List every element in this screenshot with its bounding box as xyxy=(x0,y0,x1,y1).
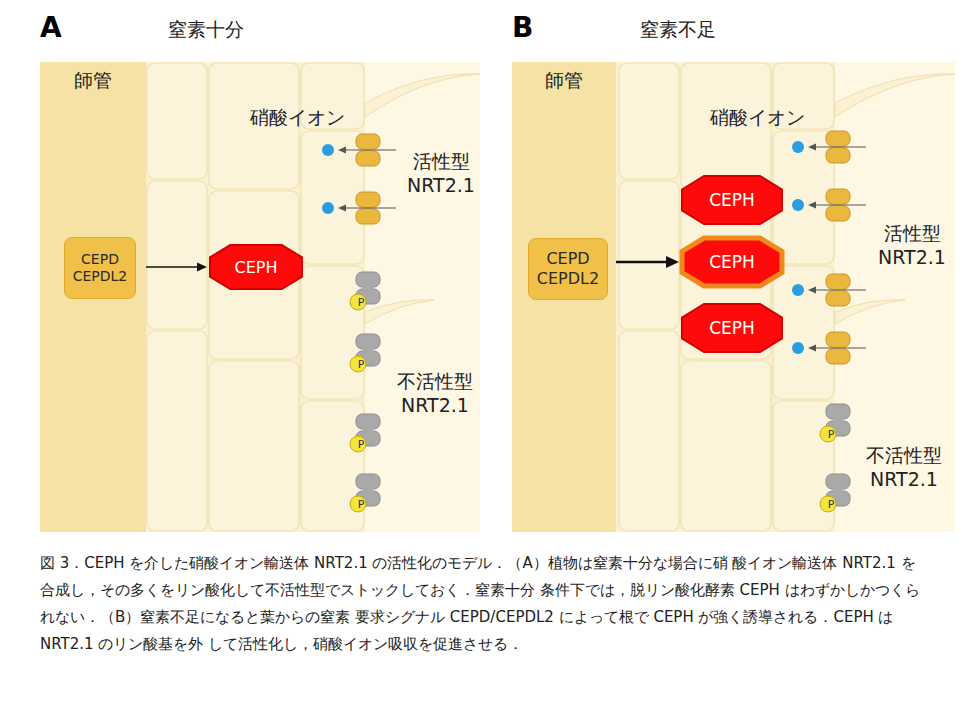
root-hair xyxy=(365,74,480,117)
nitrate-ion xyxy=(792,199,804,211)
root-cell xyxy=(301,131,364,264)
phloem-band: 師管 CEPD CEPDL2 xyxy=(512,62,616,532)
inactive-transporter xyxy=(350,474,380,512)
phloem-band: 師管 CEPD CEPDL2 xyxy=(40,62,146,532)
transporter-core xyxy=(363,484,373,496)
phosphate-label: P xyxy=(354,497,368,513)
inactive-transporter xyxy=(350,414,380,452)
octagon-fill xyxy=(682,238,782,286)
signal-arrow xyxy=(612,256,679,268)
node-text: CEPD CEPDL2 xyxy=(68,251,132,286)
root-hair xyxy=(835,74,955,117)
root-cell xyxy=(147,181,207,329)
band-title: 師管 xyxy=(40,68,146,94)
arrow-line xyxy=(612,261,666,263)
arrow-head xyxy=(197,263,207,272)
node-text: CEPH xyxy=(682,318,782,338)
uptake-line xyxy=(814,204,866,205)
uptake-line xyxy=(814,146,866,147)
octagon-fill xyxy=(682,176,782,224)
root-cell xyxy=(147,63,207,179)
nitrate-ion xyxy=(322,202,334,214)
root-cell xyxy=(619,181,679,329)
uptake-line xyxy=(814,347,866,348)
node-text: CEPH xyxy=(210,258,302,277)
root-cell xyxy=(681,361,771,531)
ion-label: 硝酸イオン xyxy=(710,106,805,130)
node-text: CEPD CEPDL2 xyxy=(532,249,604,289)
state-label: 活性型 NRT2.1 xyxy=(395,150,487,198)
phosphate-label: P xyxy=(354,295,368,311)
octagon-fill xyxy=(210,245,302,289)
arrow-head xyxy=(666,256,679,268)
inactive-transporter xyxy=(820,474,850,512)
transporter-core xyxy=(363,424,373,436)
nitrate-ion xyxy=(322,144,334,156)
transporter-core xyxy=(833,484,843,496)
figure-caption: 図 3．CEPH を介した硝酸イオン輸送体 NRT2.1 の活性化のモデル．（A… xyxy=(40,550,920,658)
root-cell xyxy=(147,331,207,531)
nitrate-ion xyxy=(792,284,804,296)
panel-ground xyxy=(40,62,480,532)
inactive-transporter xyxy=(350,272,380,310)
phosphate-label: P xyxy=(824,427,838,443)
uptake-line xyxy=(344,207,396,208)
panel-title: 窒素十分 xyxy=(168,18,244,42)
ceph-octagon: CEPH xyxy=(682,176,782,224)
state-label: 不活性型 NRT2.1 xyxy=(383,370,487,418)
root-cell xyxy=(619,63,679,179)
signal-arrow xyxy=(140,263,207,272)
ceph-octagon: CEPH xyxy=(210,245,302,289)
cortex-ground xyxy=(512,62,835,532)
signal-box: CEPD CEPDL2 xyxy=(64,237,136,299)
panel-ground xyxy=(512,62,955,532)
node-text: CEPH xyxy=(682,252,782,272)
root-cell xyxy=(209,361,299,531)
nitrate-ion xyxy=(792,141,804,153)
uptake-head xyxy=(338,147,346,154)
phosphate-label: P xyxy=(354,437,368,453)
ceph-octagon: CEPH xyxy=(682,238,782,286)
transporter-core xyxy=(363,344,373,356)
octagon-fill xyxy=(682,304,782,352)
uptake-head xyxy=(808,144,816,151)
transporter-core xyxy=(363,282,373,294)
uptake-head xyxy=(338,205,346,212)
uptake-line xyxy=(344,149,396,150)
transporter-core xyxy=(833,414,843,426)
state-label: 活性型 NRT2.1 xyxy=(866,222,958,270)
arrow-line xyxy=(140,266,197,267)
uptake-line xyxy=(814,289,866,290)
phosphate-label: P xyxy=(354,357,368,373)
uptake-head xyxy=(808,345,816,352)
root-cell xyxy=(301,266,364,399)
panel-letter: A xyxy=(40,10,62,45)
inactive-transporter xyxy=(350,334,380,372)
root-cell xyxy=(619,331,679,531)
uptake-head xyxy=(808,202,816,209)
ceph-octagon: CEPH xyxy=(682,304,782,352)
panel-title: 窒素不足 xyxy=(640,18,716,42)
cortex-ground xyxy=(40,62,365,532)
inactive-transporter xyxy=(820,404,850,442)
signal-box: CEPD CEPDL2 xyxy=(528,238,608,300)
node-text: CEPH xyxy=(682,190,782,210)
phosphate-label: P xyxy=(824,497,838,513)
state-label: 不活性型 NRT2.1 xyxy=(852,444,956,492)
band-title: 師管 xyxy=(512,68,616,94)
nitrate-ion xyxy=(792,342,804,354)
uptake-head xyxy=(808,287,816,294)
ion-label: 硝酸イオン xyxy=(250,106,345,130)
panel-letter: B xyxy=(512,10,533,45)
